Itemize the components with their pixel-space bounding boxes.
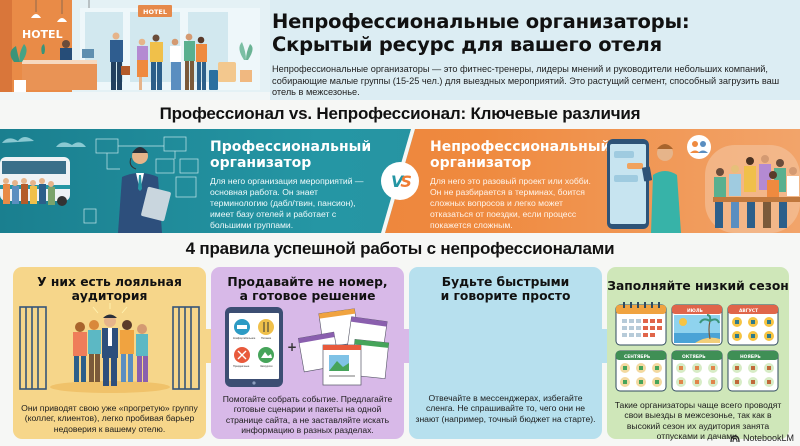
loyal-crowd-illustration (19, 303, 200, 393)
svg-text:Праздничные: Праздничные (233, 364, 250, 368)
professional-heading: Профессиональный организатор (210, 139, 372, 171)
rule-card-loyal-audience: У них есть лояльная аудитория Они привод… (13, 267, 206, 439)
amateur-description: Для него это разовый проект или хобби. О… (430, 176, 591, 230)
amateur-heading: Непрофессиональный организатор (430, 139, 611, 171)
svg-text:Питание: Питание (261, 336, 272, 340)
professional-description: Для него организация мероприятий — основ… (210, 176, 364, 230)
tablet-and-brochures-illustration: Комфортабельное Питание Праздничные Экскур… (225, 307, 390, 387)
svg-text:ИЮЛЬ: ИЮЛЬ (687, 308, 703, 314)
month-july: ИЮЛЬ (671, 304, 723, 346)
month-september: СЕНТЯБРЬ (615, 350, 667, 392)
notebooklm-brand: NotebookLM (730, 433, 794, 443)
comparison-section-title: Профессионал vs. Непрофессионал: Ключевы… (159, 104, 641, 123)
rule-card-title: У них есть лояльная аудитория (37, 275, 182, 303)
comparison-band: Профессиональный организатор Для него ор… (0, 129, 800, 233)
calendar-icon (615, 302, 667, 346)
hotel-wall-sign: HOTEL (22, 28, 63, 41)
hotel-lobby-illustration: HOTEL HOTEL (0, 0, 270, 100)
intro-description: Непрофессиональные организаторы — это фи… (272, 64, 780, 97)
rule-card-title: Заполняйте низкий сезон (607, 279, 789, 293)
hero-banner: HOTEL HOTEL (0, 0, 800, 100)
page-title: Непрофессиональные организаторы: Скрытый… (272, 10, 792, 56)
rule-card-text: Помогайте собрать событие. Предлагайте г… (222, 394, 393, 436)
brand-label: NotebookLM (742, 433, 794, 443)
month-october: ОКТЯБРЬ (671, 350, 723, 392)
season-calendar-grid: ИЮЛЬ АВГУСТ СЕНТЯБРЬ (615, 302, 779, 392)
page-title-line1: Непрофессиональные организаторы: (272, 10, 690, 33)
notebooklm-logo-icon (730, 435, 740, 442)
rule-card-text: Такие организаторы чаще всего проводят с… (614, 400, 782, 442)
rule-card-title: Будьте быстрыми и говорите просто (440, 275, 571, 303)
svg-text:Экскурсии: Экскурсии (260, 364, 273, 368)
page-title-line2: Скрытый ресурс для вашего отеля (272, 33, 662, 56)
rules-cards: У них есть лояльная аудитория Они привод… (13, 267, 789, 442)
rule-card-title: Продавайте не номер, а готовое решение (227, 275, 388, 303)
svg-text:Комфортабельное: Комфортабельное (233, 336, 256, 340)
rule-card-low-season: Заполняйте низкий сезон ИЮЛЬ (607, 267, 789, 442)
rule-card-text: Они приводят свою уже «прогретую» группу… (21, 403, 198, 434)
rules-section-title: 4 правила успешной работы с непрофессион… (185, 239, 615, 258)
brochure-stack-icon (297, 308, 390, 386)
svg-text:АВГУСТ: АВГУСТ (739, 308, 758, 314)
svg-text:НОЯБРЬ: НОЯБРЬ (740, 354, 761, 360)
rule-card-ready-solution: Продавайте не номер, а готовое решение К… (211, 267, 404, 439)
month-november: НОЯБРЬ (727, 350, 779, 392)
professional-organizer-illustration (0, 136, 199, 233)
rule-card-text: Отвечайте в мессенджерах, избегайте слен… (415, 393, 596, 424)
svg-text:СЕНТЯБРЬ: СЕНТЯБРЬ (624, 354, 651, 360)
rule-card-be-fast: Будьте быстрыми и говорите просто Отвеча… (409, 267, 602, 439)
hero-text-block: Непрофессиональные организаторы: Скрытый… (272, 10, 792, 99)
svg-text:+: + (287, 340, 297, 354)
hotel-hanging-sign: HOTEL (143, 8, 167, 16)
amateur-organizer-illustration (607, 135, 800, 233)
month-august: АВГУСТ (727, 304, 779, 346)
svg-text:ОКТЯБРЬ: ОКТЯБРЬ (682, 354, 706, 360)
dining-icon (258, 319, 274, 335)
